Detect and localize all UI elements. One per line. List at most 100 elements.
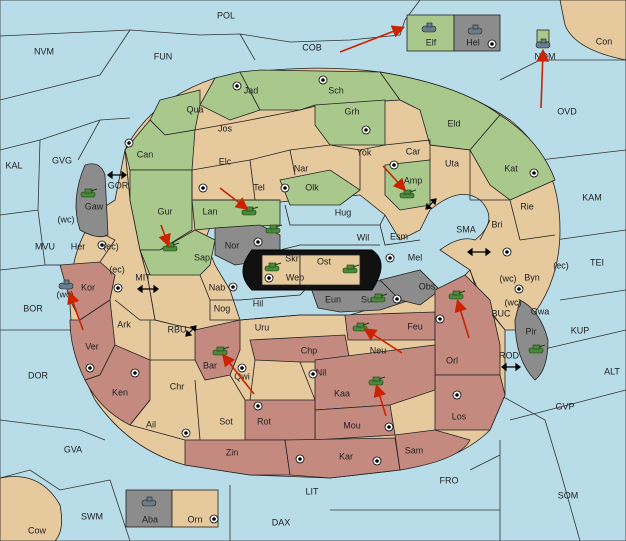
coast-label-byn-ec: (ec): [553, 260, 569, 270]
supply-center-sun: [392, 294, 402, 304]
supply-center-grh: [361, 125, 371, 135]
land-label-uta: Uta: [445, 158, 459, 168]
supply-center-nor: [253, 237, 263, 247]
supply-center-nab: [228, 282, 238, 292]
supply-center-her: [97, 240, 107, 250]
region-kar[interactable]: [284, 437, 401, 479]
coast-label-byn-wc: (wc): [500, 273, 517, 283]
sea-label-sma: SMA: [456, 224, 476, 234]
passage-sma-upper: [425, 198, 437, 210]
region-cow[interactable]: [0, 476, 63, 541]
land-label-sap: Sap: [194, 252, 210, 262]
supply-center-gwa: [514, 284, 524, 294]
army-unit-ost[interactable]: [342, 264, 360, 274]
order-arrow-orl-obs: [454, 298, 470, 339]
land-label-jos: Jos: [218, 123, 233, 133]
land-label-chp: Chp: [301, 345, 318, 355]
land-label-ken: Ken: [112, 387, 128, 397]
land-label-grh: Grh: [344, 106, 359, 116]
passage-rod: [501, 362, 521, 372]
land-label-nil: Nil: [316, 367, 327, 377]
sea-label-bor: BOR: [23, 303, 43, 313]
passage-arrows: [107, 170, 521, 372]
sea-label-mit: MIT: [135, 272, 151, 282]
army-unit-web[interactable]: [264, 262, 282, 272]
region-ost[interactable]: [299, 254, 361, 286]
supply-center-olk: [280, 183, 290, 193]
land-label-nar: Nar: [294, 163, 309, 173]
supply-center-hel: [487, 39, 497, 49]
supply-center-orn: [209, 514, 219, 524]
sea-label-cow: Cow: [28, 525, 47, 535]
army-unit-amp[interactable]: [399, 189, 417, 199]
land-label-sot: Sot: [219, 416, 233, 426]
sea-label-tei: TEI: [590, 257, 604, 267]
supply-center-los: [452, 390, 462, 400]
region-gaw[interactable]: [75, 163, 109, 238]
sea-label-nvm: NVM: [34, 46, 54, 56]
supply-center-wil: [385, 253, 395, 263]
region-olk[interactable]: [279, 169, 361, 206]
army-unit-gaw[interactable]: [80, 188, 98, 198]
region-pir[interactable]: [514, 299, 549, 381]
region-ver[interactable]: [69, 299, 116, 381]
land-label-olk: Olk: [305, 182, 319, 192]
supply-center-sam: [372, 456, 382, 466]
land-label-neu: Neu: [370, 345, 387, 355]
fleet-unit-hel[interactable]: [467, 24, 483, 35]
sea-label-lit: LIT: [305, 486, 319, 496]
sea-label-kal: KAL: [5, 160, 22, 170]
supply-center-mou: [384, 422, 394, 432]
land-label-elc: Elc: [219, 156, 232, 166]
region-zin[interactable]: [184, 439, 291, 476]
land-label-pir: Pir: [526, 326, 537, 336]
army-unit-nor[interactable]: [265, 224, 283, 234]
land-label-orl: Orl: [446, 355, 458, 365]
supply-center-qwi: [237, 363, 247, 373]
land-label-kar: Kar: [339, 451, 353, 461]
land-label-mel: Mel: [408, 252, 423, 262]
region-kat[interactable]: [469, 114, 556, 201]
supply-center-ken: [130, 368, 140, 378]
region-los[interactable]: [434, 374, 506, 431]
region-aba[interactable]: [125, 489, 173, 528]
land-label-rot: Rot: [257, 416, 272, 426]
region-amp[interactable]: [384, 159, 431, 211]
land-label-ail: Ail: [146, 419, 156, 429]
land-label-ver: Ver: [85, 341, 99, 351]
land-label-nog: Nog: [214, 303, 231, 313]
order-arrow-qwi-bar: [222, 353, 255, 395]
army-unit-kaa[interactable]: [368, 376, 386, 386]
coast-label-kor-ec: (ec): [109, 264, 125, 274]
coast-label-gwa-wc: (wc): [505, 297, 522, 307]
region-sam[interactable]: [394, 429, 471, 471]
units: [58, 22, 551, 507]
region-ken[interactable]: [84, 344, 151, 426]
supply-center-ail: [181, 428, 191, 438]
fleet-unit-aba[interactable]: [141, 496, 157, 507]
supply-center-bri: [502, 247, 512, 257]
land-label-mou: Mou: [343, 420, 361, 430]
land-label-nor: Nor: [225, 240, 240, 250]
province-borders: [45, 104, 556, 441]
fleet-unit-kor[interactable]: [58, 279, 74, 290]
land-label-hel: Hel: [466, 37, 480, 47]
land-label-kor: Kor: [81, 282, 95, 292]
land-label-ark: Ark: [117, 319, 131, 329]
supply-center-ver: [85, 363, 95, 373]
army-unit-sun[interactable]: [370, 293, 388, 303]
land-label-can: Can: [137, 149, 154, 159]
sea-label-pol: POL: [217, 10, 235, 20]
supply-center-kor: [113, 283, 123, 293]
land-label-feu: Feu: [407, 321, 423, 331]
center-canal: [242, 249, 382, 291]
land-label-elf: Elf: [426, 37, 437, 47]
sea-label-mvu: MVU: [35, 241, 55, 251]
fleet-unit-elf[interactable]: [421, 22, 437, 33]
fleet-unit-nom[interactable]: [535, 38, 551, 49]
land-label-zin: Zin: [226, 447, 239, 457]
army-unit-pir[interactable]: [528, 344, 546, 354]
region-jad[interactable]: [199, 71, 261, 121]
supply-center-jad: [232, 81, 242, 91]
